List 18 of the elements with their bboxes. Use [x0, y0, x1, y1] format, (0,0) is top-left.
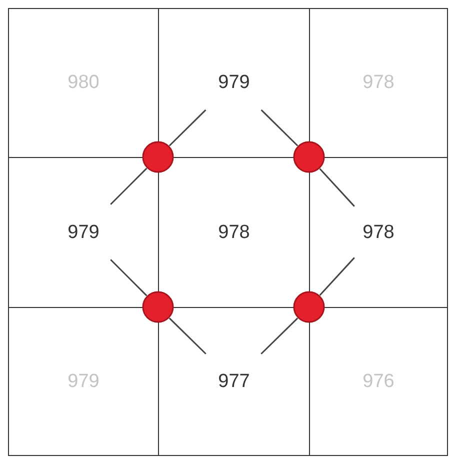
connector-line: [260, 318, 298, 354]
connector-line: [319, 168, 355, 207]
connector-line: [110, 168, 148, 205]
elevation-value: 978: [362, 72, 396, 94]
grid-cell: [309, 307, 448, 456]
elevation-value: 978: [362, 222, 396, 244]
connector-line: [260, 109, 298, 146]
elevation-value: 979: [217, 72, 251, 94]
elevation-value: 977: [217, 370, 251, 392]
elevation-value: 979: [66, 222, 100, 244]
connector-line: [110, 259, 148, 296]
connector-line: [168, 109, 206, 146]
elevation-value: 980: [66, 72, 100, 94]
elevation-value: 979: [66, 370, 100, 392]
elevation-value: 978: [217, 222, 251, 244]
connector-line: [319, 257, 355, 296]
connector-line: [168, 318, 206, 354]
elevation-value: 976: [362, 370, 396, 392]
